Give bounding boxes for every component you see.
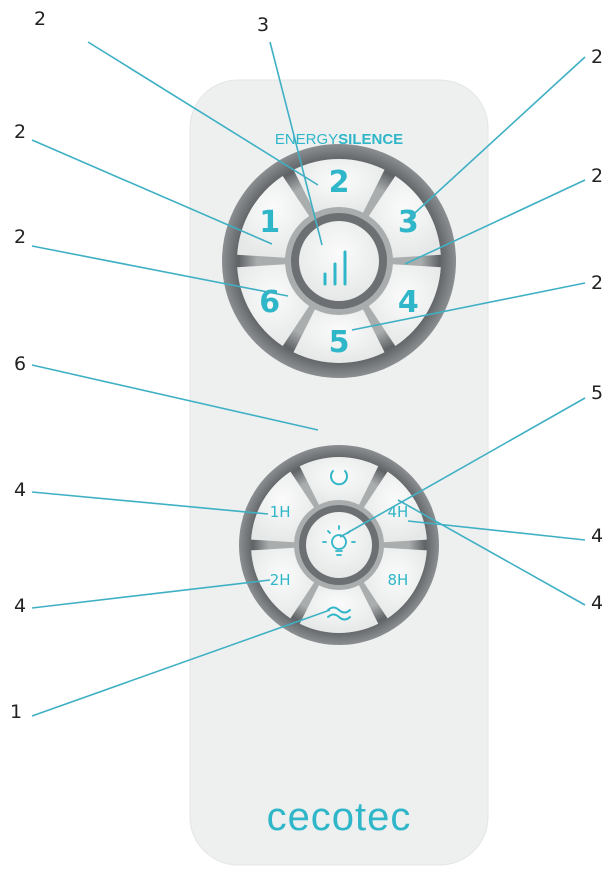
power-icon xyxy=(330,470,348,486)
speed-button-label: 3 xyxy=(398,205,419,240)
callout-line xyxy=(31,364,319,431)
speed-button-label: 1 xyxy=(259,205,280,240)
timer-1h-button[interactable] xyxy=(251,471,315,543)
callout-number: 5 xyxy=(591,382,604,404)
timer-pad: 4H 8H 2H 1H xyxy=(239,445,439,645)
speed-button-4[interactable] xyxy=(368,264,441,347)
timer-center-button[interactable] xyxy=(306,512,372,578)
brand-bold: SILENCE xyxy=(338,131,403,148)
callout-number: 2 xyxy=(591,46,604,68)
callout-number: 4 xyxy=(14,595,27,617)
callout-line xyxy=(31,609,331,717)
callout-line xyxy=(31,579,271,609)
callout-line xyxy=(339,397,586,538)
callout-number: 2 xyxy=(591,272,604,294)
callout-line xyxy=(269,41,323,246)
speed-button-5[interactable] xyxy=(293,309,385,363)
callout-line xyxy=(407,520,586,541)
speed-button-2[interactable] xyxy=(293,158,385,213)
callout-number: 1 xyxy=(10,701,23,723)
callout-number: 4 xyxy=(14,479,27,501)
speed-button-label: 4 xyxy=(398,285,419,320)
timer-4h-button[interactable] xyxy=(363,471,427,543)
callout-line xyxy=(87,41,319,186)
callout-number: 2 xyxy=(591,165,604,187)
speed-button-label: 2 xyxy=(329,165,350,200)
timer-2h-button[interactable] xyxy=(251,547,315,619)
speed-button-6[interactable] xyxy=(237,264,310,347)
callout-number: 6 xyxy=(14,353,27,375)
callout-number: 3 xyxy=(257,14,270,36)
speed-bars-icon xyxy=(323,250,347,286)
cecotec-logo: cecotec xyxy=(267,795,412,839)
callout-number: 4 xyxy=(591,592,604,614)
callout-line xyxy=(397,499,586,606)
callout-number: 4 xyxy=(591,525,604,547)
callout-line xyxy=(404,56,586,223)
callout-number: 2 xyxy=(14,226,27,248)
wave-mode-icon xyxy=(327,606,351,621)
power-button[interactable] xyxy=(299,457,379,505)
callout-line xyxy=(404,179,586,265)
timer-8h-button[interactable] xyxy=(363,547,427,619)
timer-button-label: 2H xyxy=(270,571,291,589)
timer-button-label: 1H xyxy=(270,503,291,521)
callout-line xyxy=(31,245,289,297)
callout-line xyxy=(351,282,586,331)
brand-header: ENERGYSILENCE xyxy=(275,131,403,148)
timer-button-label: 4H xyxy=(387,503,408,521)
callout-lines xyxy=(31,41,586,717)
callout-number: 2 xyxy=(34,8,47,30)
speed-button-3[interactable] xyxy=(368,175,441,258)
callout-number: 2 xyxy=(14,121,27,143)
callout-line xyxy=(31,139,273,245)
brand-thin: ENERGY xyxy=(275,131,338,148)
speed-button-label: 5 xyxy=(329,325,350,360)
timer-button-label: 8H xyxy=(387,571,408,589)
speed-center-button[interactable] xyxy=(299,221,379,301)
callout-line xyxy=(31,491,269,515)
